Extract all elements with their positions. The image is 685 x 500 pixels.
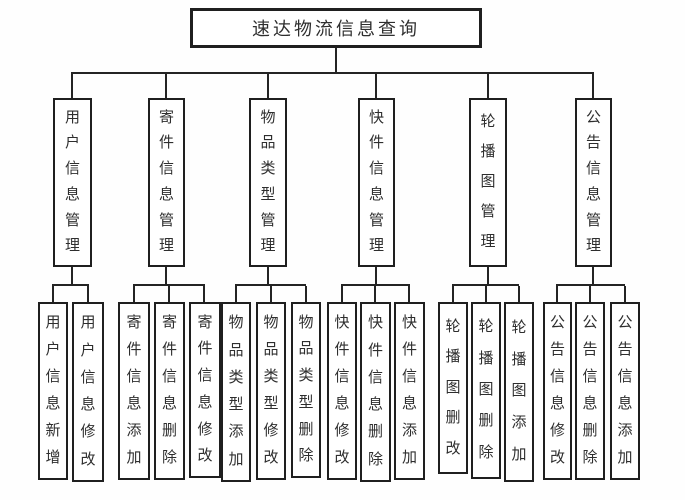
- connector-drop-group4: [375, 74, 377, 98]
- connector-g5-drop3: [518, 286, 520, 302]
- connector-drop-group3: [267, 74, 269, 98]
- node-shipment-info-management-label: 寄件信息管理: [158, 109, 174, 255]
- node-root-label: 速达物流信息查询: [252, 19, 420, 39]
- node-user-info-modify-label: 用户信息修改: [80, 315, 96, 468]
- node-carousel-add: 轮播图添加: [504, 302, 534, 482]
- node-shipment-info-delete: 寄件信息删除: [154, 302, 185, 480]
- connector-g2-bar: [133, 284, 205, 286]
- node-item-type-delete-label: 物品类型删除: [298, 314, 314, 465]
- node-announcement-info-modify: 公告信息修改: [543, 302, 572, 480]
- connector-g3-stem: [267, 267, 269, 284]
- node-express-info-modify: 快件信息修改: [327, 302, 357, 480]
- connector-g6-drop1: [556, 286, 558, 302]
- node-carousel-management: 轮播图管理: [469, 98, 507, 267]
- node-root: 速达物流信息查询: [190, 8, 482, 48]
- connector-g3-drop3: [305, 286, 307, 302]
- node-user-info-modify: 用户信息修改: [72, 302, 104, 482]
- node-announcement-info-add: 公告信息添加: [610, 302, 640, 480]
- node-item-type-management: 物品类型管理: [249, 98, 287, 267]
- node-item-type-delete: 物品类型删除: [291, 302, 321, 478]
- connector-g4-stem: [375, 267, 377, 284]
- connector-drop-group1: [71, 74, 73, 98]
- node-express-info-delete: 快件信息删除: [360, 302, 391, 482]
- node-announcement-info-add-label: 公告信息添加: [617, 315, 633, 466]
- node-express-info-delete-label: 快件信息删除: [367, 315, 383, 468]
- node-express-info-management: 快件信息管理: [358, 98, 395, 267]
- connector-drop-group6: [592, 74, 594, 98]
- connector-g4-drop3: [408, 286, 410, 302]
- node-item-type-management-label: 物品类型管理: [260, 109, 276, 255]
- node-shipment-info-add-label: 寄件信息添加: [126, 315, 142, 466]
- connector-g6-stem: [592, 267, 594, 284]
- node-shipment-info-delete-label: 寄件信息删除: [161, 315, 177, 466]
- node-shipment-info-management: 寄件信息管理: [148, 98, 185, 267]
- connector-drop-group2: [165, 74, 167, 98]
- connector-g1-drop2: [87, 286, 89, 302]
- node-announcement-info-management-label: 公告信息管理: [585, 109, 601, 255]
- connector-g2-stem: [165, 267, 167, 284]
- connector-g6-drop3: [624, 286, 626, 302]
- connector-g4-bar: [341, 284, 410, 286]
- connector-g2-drop2: [168, 286, 170, 302]
- node-announcement-info-delete-label: 公告信息删除: [582, 315, 598, 466]
- connector-g5-drop1: [452, 286, 454, 302]
- connector-g3-bar: [235, 284, 306, 286]
- node-announcement-info-modify-label: 公告信息修改: [549, 315, 565, 466]
- node-item-type-add-label: 物品类型添加: [228, 315, 244, 468]
- node-shipment-info-add: 寄件信息添加: [118, 302, 150, 480]
- node-carousel-delete-label: 轮播图删除: [478, 319, 494, 461]
- connector-g5-drop2: [485, 286, 487, 302]
- node-express-info-modify-label: 快件信息修改: [334, 315, 350, 466]
- connector-g3-drop2: [270, 286, 272, 302]
- connector-g6-drop2: [589, 286, 591, 302]
- connector-g1-drop1: [52, 286, 54, 302]
- connector-g4-drop1: [341, 286, 343, 302]
- connector-g2-drop3: [203, 286, 205, 302]
- node-shipment-info-modify: 寄件信息修改: [189, 302, 221, 478]
- node-carousel-delete: 轮播图删除: [471, 302, 501, 479]
- node-carousel-modify: 轮播图删改: [438, 302, 468, 474]
- connector-level1-bus: [71, 72, 594, 74]
- connector-g2-drop1: [133, 286, 135, 302]
- connector-g3-drop1: [235, 286, 237, 302]
- node-announcement-info-management: 公告信息管理: [575, 98, 612, 267]
- node-shipment-info-modify-label: 寄件信息修改: [197, 314, 213, 465]
- node-item-type-add: 物品类型添加: [221, 302, 251, 482]
- node-express-info-add: 快件信息添加: [394, 302, 425, 480]
- node-carousel-management-label: 轮播图管理: [480, 114, 496, 250]
- connector-drop-group5: [487, 74, 489, 98]
- node-carousel-modify-label: 轮播图删改: [445, 318, 461, 457]
- connector-g1-stem: [71, 267, 73, 284]
- node-user-info-management-label: 用户信息管理: [64, 109, 80, 255]
- connector-g5-stem: [487, 267, 489, 284]
- node-user-info-add: 用户信息新增: [38, 302, 68, 480]
- connector-g6-bar: [556, 284, 625, 286]
- node-announcement-info-delete: 公告信息删除: [575, 302, 605, 480]
- connector-g1-bar: [52, 284, 89, 286]
- node-carousel-add-label: 轮播图添加: [511, 319, 527, 464]
- node-user-info-add-label: 用户信息新增: [45, 315, 61, 466]
- node-express-info-management-label: 快件信息管理: [368, 109, 384, 255]
- connector-root-stem: [335, 48, 337, 72]
- connector-g5-bar: [452, 284, 519, 286]
- node-express-info-add-label: 快件信息添加: [401, 315, 417, 466]
- node-item-type-modify-label: 物品类型修改: [263, 315, 279, 466]
- connector-g4-drop2: [374, 286, 376, 302]
- node-user-info-management: 用户信息管理: [53, 98, 92, 267]
- node-item-type-modify: 物品类型修改: [256, 302, 286, 480]
